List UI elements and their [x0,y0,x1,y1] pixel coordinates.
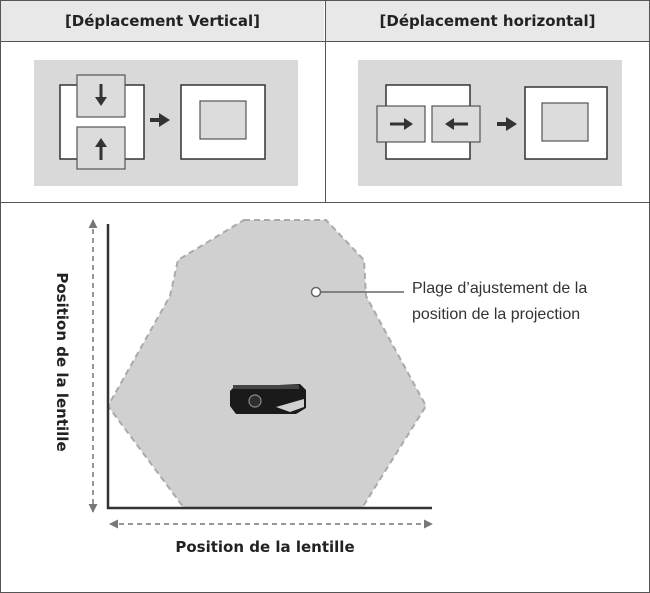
horizontal-shift-illustration [358,60,622,186]
arrow-right-icon [497,117,517,131]
projector-icon [230,384,306,414]
result-image [541,102,589,142]
projection-range-area [106,219,428,509]
callout-dot [310,286,322,298]
result-image [199,100,247,140]
arrow-left-icon [445,118,468,130]
arrow-right-icon [150,113,170,127]
result-screen [180,84,266,160]
header-vertical-shift: [Déplacement Vertical] [1,1,324,41]
vertical-shift-illustration [34,60,298,186]
range-annotation: Plage d’ajustement de la position de la … [412,280,588,323]
arrow-right-icon [390,118,413,130]
arrow-up-icon [95,138,107,160]
x-axis-label: Position de la lentille [175,538,355,556]
arrow-down-icon [95,84,107,106]
adjustment-range-diagram [88,219,433,529]
header-horizontal-shift: [Déplacement horizontal] [326,1,649,41]
y-axis-label: Position de la lentille [53,272,71,452]
